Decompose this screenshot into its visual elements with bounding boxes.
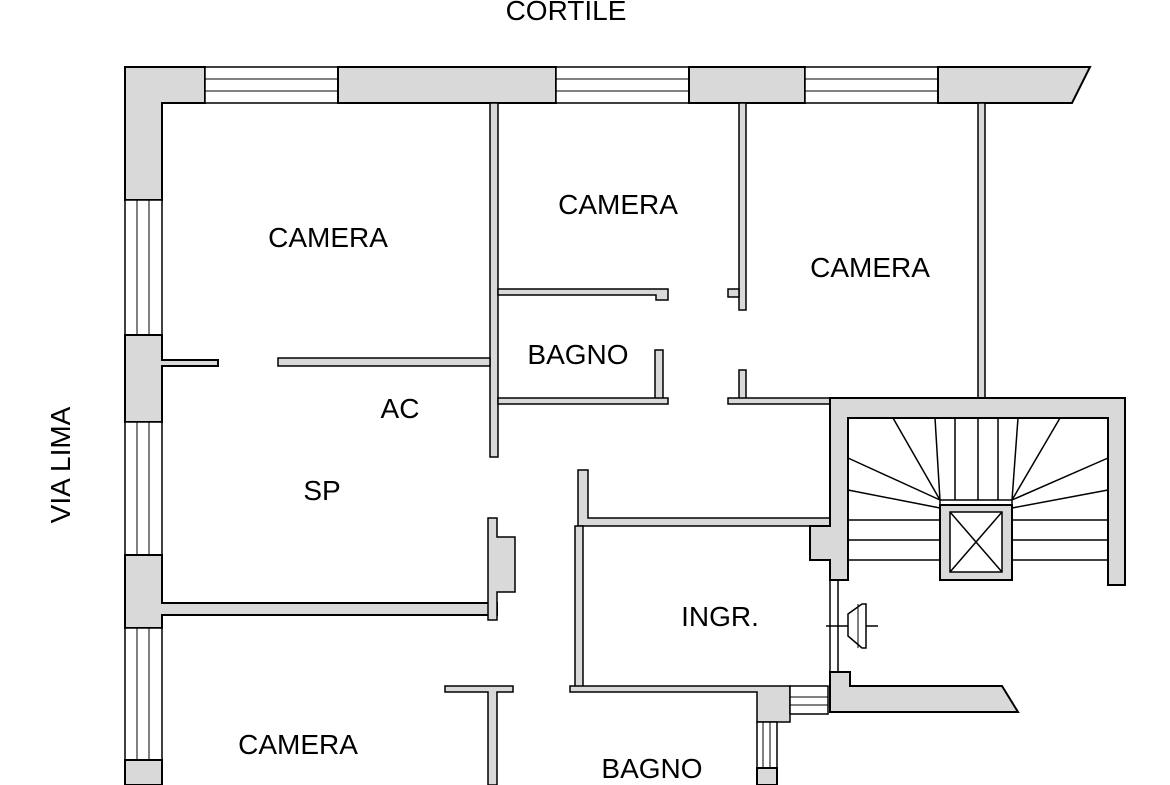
interior-walls (277, 102, 986, 785)
bagno-bottom-window (756, 685, 829, 785)
label-cortile: CORTILE (506, 0, 627, 26)
room-ingr: INGR. (681, 601, 759, 632)
entrance-door (826, 580, 878, 672)
room-camera-right: CAMERA (810, 252, 930, 283)
exterior-wall-top (124, 66, 1092, 201)
stairwell (809, 397, 1126, 586)
label-via-lima: VIA LIMA (45, 406, 76, 523)
exterior-wall-bottom-right (829, 671, 1020, 713)
room-bagno-top: BAGNO (527, 339, 628, 370)
room-camera-mid: CAMERA (558, 189, 678, 220)
room-camera-left: CAMERA (268, 222, 388, 253)
room-sp: SP (303, 475, 340, 506)
exterior-wall-left (124, 199, 498, 785)
room-camera-bottom: CAMERA (238, 729, 358, 760)
room-bagno-bottom: BAGNO (601, 753, 702, 784)
room-ac: AC (381, 393, 420, 424)
